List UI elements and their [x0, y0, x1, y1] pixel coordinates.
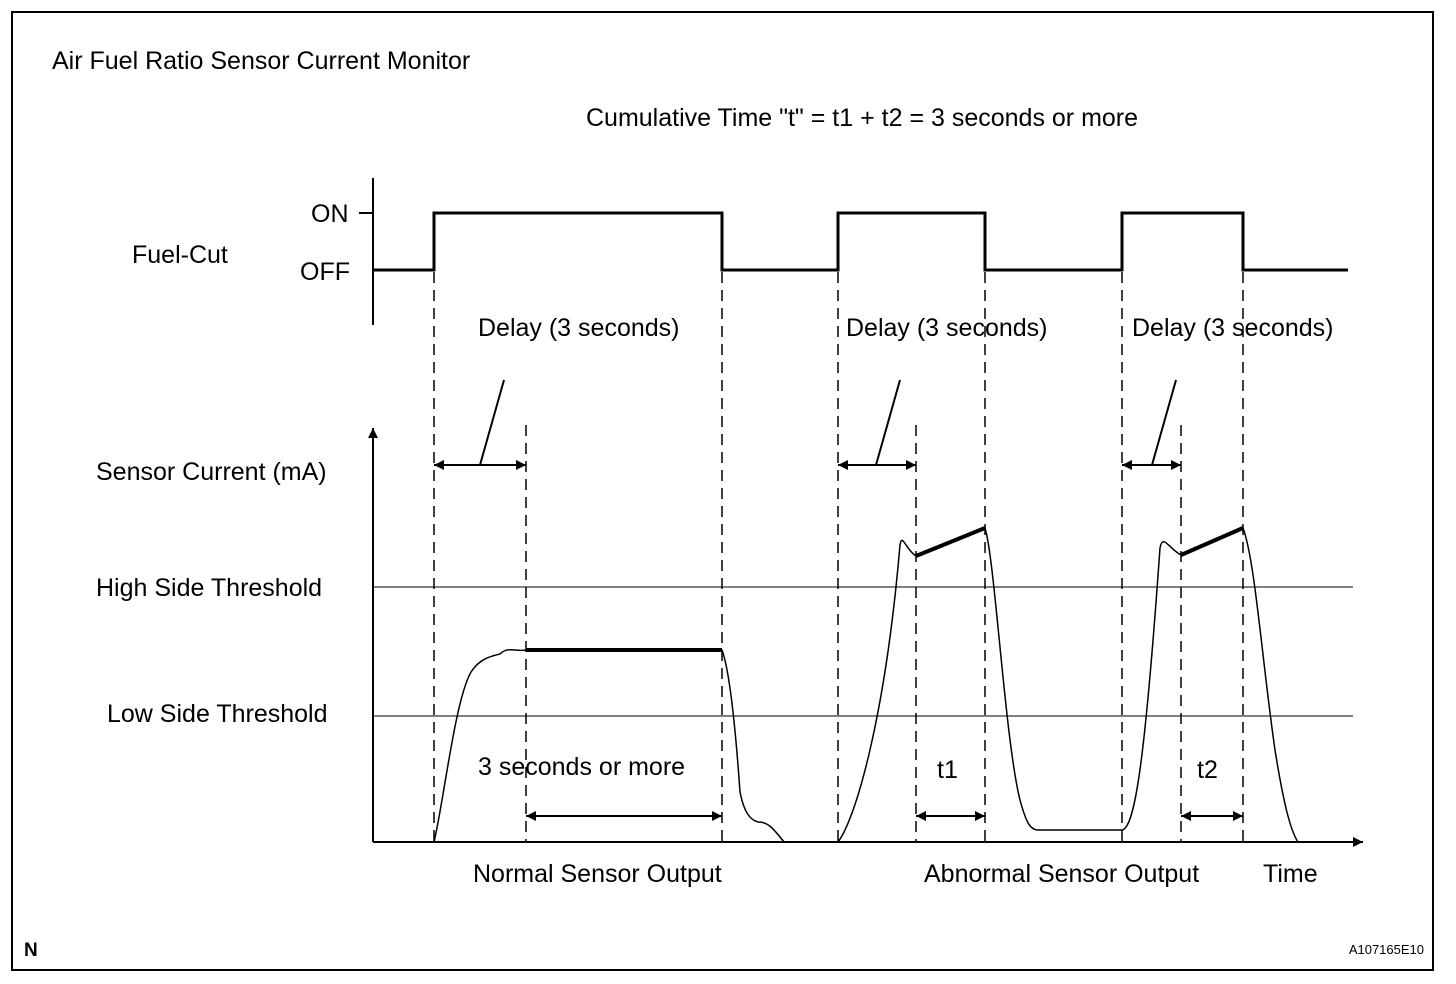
- figure-code: A107165E10: [1349, 942, 1424, 957]
- normal-sensor-curve: [433, 648, 785, 843]
- delay-pointer-3: [1151, 379, 1177, 466]
- cumulative-time-note: Cumulative Time "t" = t1 + t2 = 3 second…: [586, 104, 1138, 132]
- abnormal-sensor-curve-1: [837, 526, 1299, 843]
- delay-label-1: Delay (3 seconds): [478, 314, 679, 342]
- corner-mark: N: [24, 940, 38, 961]
- fuel-cut-on-label: ON: [311, 200, 349, 228]
- fuel-cut-signal: [373, 211, 1348, 272]
- t2-label: t2: [1197, 756, 1218, 784]
- low-side-threshold-label: Low Side Threshold: [107, 700, 328, 728]
- time-axis-label: Time: [1263, 860, 1318, 888]
- fuel-cut-label: Fuel-Cut: [132, 241, 228, 269]
- t1-label: t1: [937, 756, 958, 784]
- dashed-guides: [433, 272, 1244, 842]
- fuel-cut-off-label: OFF: [300, 258, 350, 286]
- delay-label-2: Delay (3 seconds): [846, 314, 1047, 342]
- normal-interval-label: 3 seconds or more: [478, 753, 685, 781]
- abnormal-detection-segment-1: [915, 526, 986, 558]
- high-side-threshold-label: High Side Threshold: [96, 574, 322, 602]
- delay-pointer-2: [875, 379, 901, 466]
- delay-pointer-1: [479, 379, 505, 466]
- figure-title: Air Fuel Ratio Sensor Current Monitor: [52, 47, 470, 75]
- figure-frame: [11, 11, 1434, 971]
- abnormal-sensor-output-label: Abnormal Sensor Output: [924, 860, 1199, 888]
- sensor-current-axis-label: Sensor Current (mA): [96, 458, 327, 486]
- normal-sensor-output-label: Normal Sensor Output: [473, 860, 722, 888]
- abnormal-detection-segment-2: [1180, 526, 1244, 557]
- delay-label-3: Delay (3 seconds): [1132, 314, 1333, 342]
